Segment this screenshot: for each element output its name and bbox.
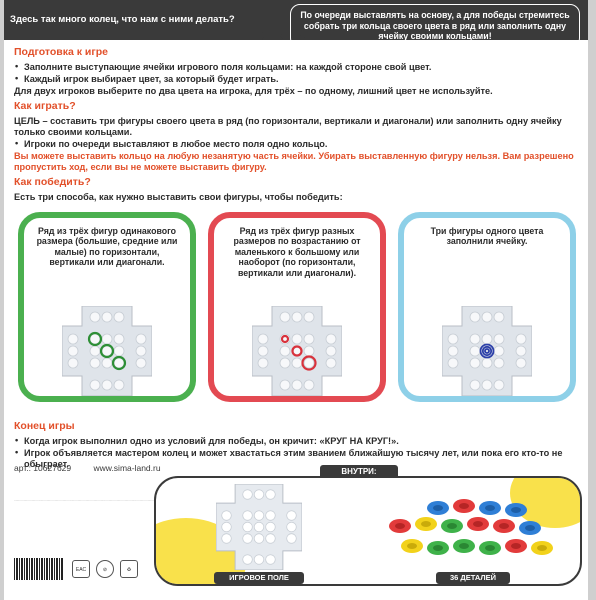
game-board-image bbox=[441, 305, 533, 397]
prep-bullet-2: Каждый игрок выбирает цвет, за который б… bbox=[14, 73, 582, 85]
sparkle-icon: ✦ ✦ ✦ bbox=[258, 31, 312, 43]
win-card-fill-cell: Три фигуры одного цвета заполнили ячейку… bbox=[398, 212, 576, 402]
contents-board-image bbox=[215, 483, 303, 571]
howto-warning: Вы можете выставить кольцо на любую неза… bbox=[14, 150, 574, 173]
board-svg bbox=[215, 483, 303, 571]
parts-label: 36 ДЕТАЛЕЙ bbox=[436, 572, 510, 584]
prep-title: Подготовка к игре bbox=[14, 46, 109, 58]
board-svg bbox=[61, 305, 153, 397]
header-bar: Здесь так много колец, что нам с ними де… bbox=[4, 0, 588, 48]
pieces-svg bbox=[389, 499, 553, 555]
board-svg bbox=[251, 305, 343, 397]
contents-panel: ИГРОВОЕ ПОЛЕ bbox=[154, 476, 582, 586]
rules-section: Подготовка к игре Заполните выступающие … bbox=[14, 44, 582, 203]
barcode bbox=[14, 558, 64, 580]
win-cards: Ряд из трёх фигур одинакового размера (б… bbox=[18, 212, 578, 406]
inside-label: ВНУТРИ: bbox=[320, 465, 398, 479]
box-back: Здесь так много колец, что нам с ними де… bbox=[4, 0, 588, 600]
win-card-text: Ряд из трёх фигур разных размеров по воз… bbox=[233, 226, 361, 278]
win-intro: Есть три способа, как нужно выставить св… bbox=[14, 192, 343, 203]
win-title: Как победить? bbox=[14, 176, 91, 189]
game-pieces-image bbox=[388, 494, 568, 566]
end-title: Конец игры bbox=[14, 420, 75, 432]
header-question: Здесь так много колец, что нам с ними де… bbox=[10, 14, 235, 25]
eac-mark: EAC bbox=[72, 560, 90, 578]
article-line: арт.: 10627629 www.sima-land.ru bbox=[14, 463, 181, 473]
age-warning-icon: ⊘ bbox=[96, 560, 114, 578]
end-bullet-1: Когда игрок выполнил одно из условий для… bbox=[14, 435, 582, 447]
game-board-image bbox=[251, 305, 343, 397]
website: www.sima-land.ru bbox=[93, 463, 161, 473]
win-card-text: Ряд из трёх фигур одинакового размера (б… bbox=[36, 226, 178, 268]
prep-bullet-1: Заполните выступающие ячейки игрового по… bbox=[14, 61, 582, 73]
article-number: арт.: 10627629 bbox=[14, 463, 72, 473]
board-svg bbox=[441, 305, 533, 397]
end-bullet-2: Игрок объявляется мастером колец и может… bbox=[14, 447, 582, 470]
prep-note: Для двух игроков выберите по два цвета н… bbox=[14, 86, 493, 97]
howto-bullet-1: Игроки по очереди выставляют в любое мес… bbox=[14, 138, 582, 150]
win-card-text: Три фигуры одного цвета заполнили ячейку… bbox=[430, 226, 544, 247]
howto-goal: ЦЕЛЬ – составить три фигуры своего цвета… bbox=[14, 116, 562, 138]
goal-box: По очереди выставлять на основу, а для п… bbox=[290, 4, 580, 48]
recycle-icon: ♻ bbox=[120, 560, 138, 578]
win-card-same-size: Ряд из трёх фигур одинакового размера (б… bbox=[18, 212, 196, 402]
howto-title: Как играть? bbox=[14, 100, 76, 113]
game-board-image bbox=[61, 305, 153, 397]
board-label: ИГРОВОЕ ПОЛЕ bbox=[214, 572, 304, 584]
end-section: Конец игры Когда игрок выполнил одно из … bbox=[14, 418, 582, 471]
win-card-ascending: Ряд из трёх фигур разных размеров по воз… bbox=[208, 212, 386, 402]
